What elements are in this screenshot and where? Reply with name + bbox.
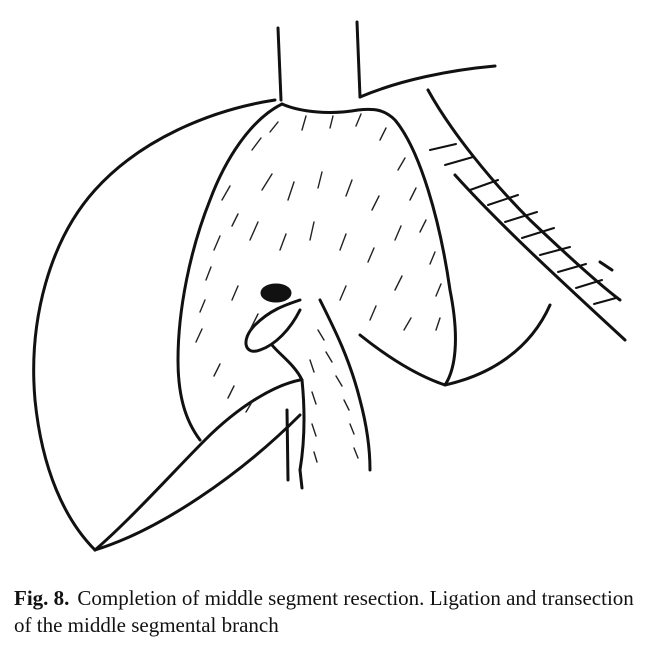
cut-surface-outline (280, 102, 457, 387)
left-lobe-lower-edge (93, 413, 302, 552)
figure-caption: Fig. 8.Completion of middle segment rese… (14, 585, 654, 639)
retracted-flap-tip (598, 260, 614, 272)
pedicle-stump (270, 343, 304, 382)
retracted-flap-top (426, 88, 622, 302)
right-lobe-curve (443, 303, 552, 387)
vena-cava-right-wall (355, 20, 362, 99)
pedicle-trunk-right (318, 298, 372, 472)
lower-vessel-left (285, 408, 290, 482)
left-lobe-outline (32, 98, 277, 552)
pedicle-left-wall (244, 298, 302, 353)
left-lobe-inner-edge (93, 378, 302, 552)
figure-label: Fig. 8. (14, 586, 70, 610)
right-lobe-top (358, 64, 497, 99)
ligature-clip (260, 283, 292, 303)
caption-text: Completion of middle segment resection. … (14, 586, 634, 637)
figure-illustration (32, 20, 627, 552)
lower-vessel-right (298, 468, 304, 490)
cut-surface-left-edge (176, 102, 284, 442)
retracted-flap-bottom (453, 173, 627, 342)
pedicle-trunk-left (298, 378, 306, 472)
vena-cava-left-wall (276, 26, 283, 102)
